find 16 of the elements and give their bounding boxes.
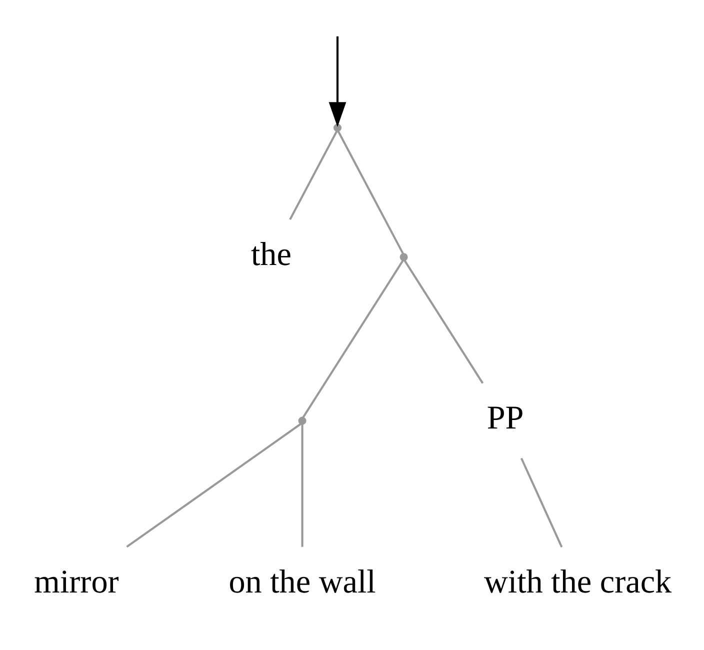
connector — [337, 130, 404, 254]
node-text: PP — [486, 400, 524, 437]
connector — [126, 423, 302, 548]
connector — [289, 130, 338, 220]
connector — [301, 424, 304, 547]
connector — [302, 260, 404, 418]
node-text: on the wall — [228, 563, 376, 600]
node-point — [333, 124, 342, 132]
connector — [404, 260, 484, 384]
node-point — [298, 416, 306, 425]
node-text: with the crack — [484, 563, 672, 600]
node-text: the — [250, 236, 292, 274]
arrow — [328, 36, 346, 127]
node-text: mirror — [34, 563, 119, 600]
node-point — [400, 253, 408, 262]
connector — [520, 458, 563, 548]
